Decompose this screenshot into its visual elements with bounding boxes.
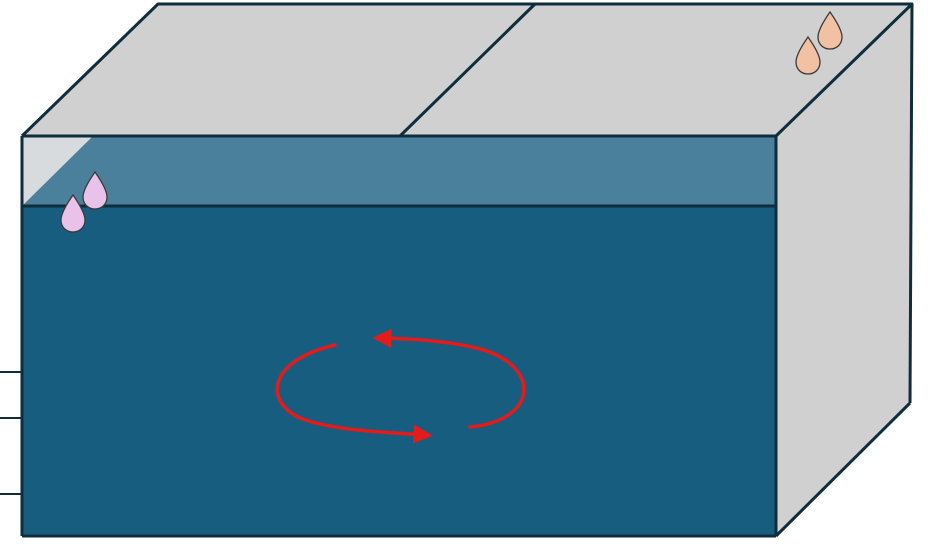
water-surface bbox=[22, 137, 776, 206]
water-body bbox=[22, 206, 776, 536]
left-edge-ticks bbox=[0, 372, 22, 494]
